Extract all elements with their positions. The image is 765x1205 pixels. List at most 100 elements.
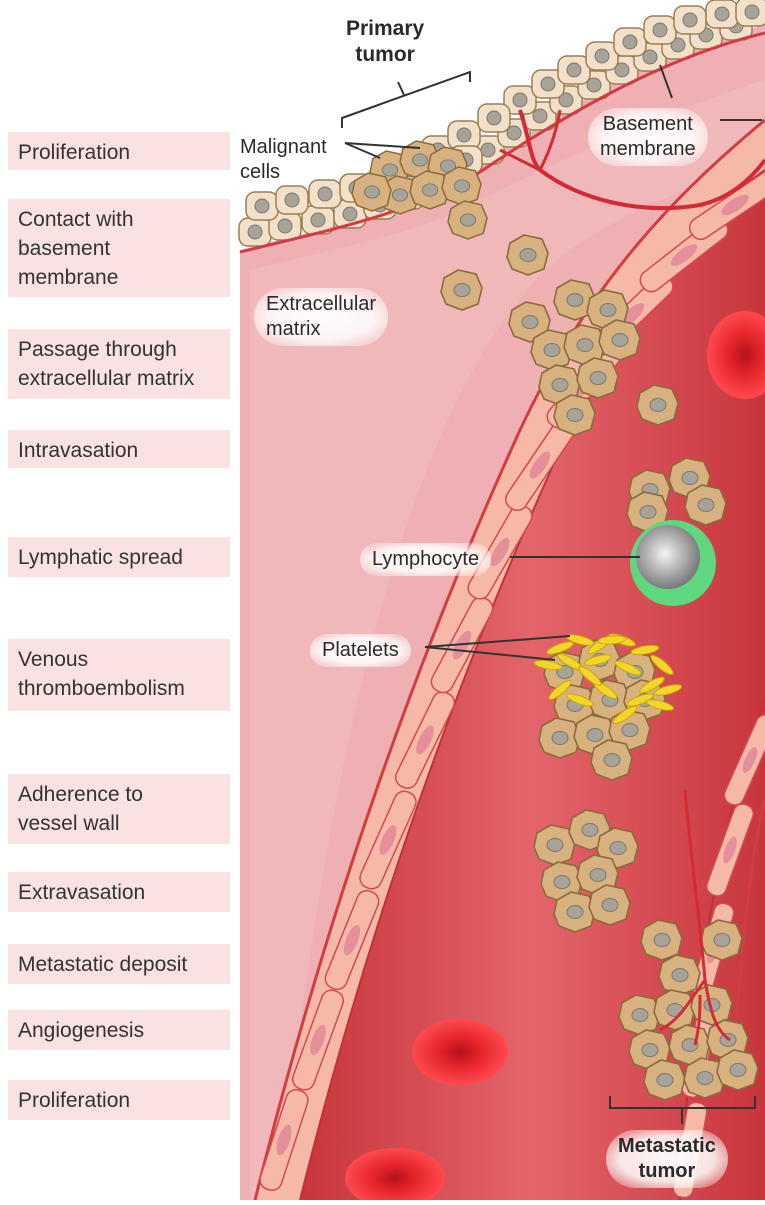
basement-membrane-line [239,31,765,254]
endothelial-cell [291,989,345,1091]
epithelial-cell [238,217,272,247]
tumor-cell [553,891,596,933]
tumor-cell [441,166,482,206]
platelet [597,635,627,645]
platelet [546,641,574,655]
capillary [538,109,562,171]
tumor-cell [576,357,619,399]
platelet [533,659,563,671]
endothelial-cell [705,803,755,897]
endothelial-cell [723,714,765,806]
step-proliferation: Proliferation [8,132,230,170]
tumor-cell [684,484,727,526]
epithelial-cell [613,27,647,57]
tumor-cell [700,919,743,961]
primary-tumor-bracket [341,70,471,128]
platelet [645,699,675,711]
epithelial-cell [245,191,279,221]
tumor-cell [530,329,573,371]
tumor-cell [508,301,551,343]
step-proliferation-final: Proliferation [8,1080,230,1120]
step-lymphatic-spread: Lymphatic spread [8,537,230,577]
epithelial-cell [447,120,481,150]
epithelial-cell [673,5,707,35]
tumor-cell [626,491,669,533]
platelet [548,679,572,701]
tumor-cell [716,1049,759,1091]
platelet [578,665,602,687]
platelets-leader [424,635,571,648]
tumor-cell [563,324,606,366]
tumor-cell [590,739,633,781]
platelets [533,633,683,725]
endothelial-cell [359,790,417,890]
step-metastatic-deposit: Metastatic deposit [8,944,230,984]
tumor-cell [598,319,641,361]
tumor-cell [643,1059,686,1101]
step-extravasation: Extravasation [8,872,230,912]
metastatic-capillary [659,979,707,1032]
tumor-cell [533,824,576,866]
platelet [639,676,665,694]
platelet [626,693,654,707]
platelet [566,693,594,707]
tumor-cell [553,394,596,436]
label-extracellular-matrix: Extracellular matrix [254,288,389,346]
malignant-cells-leader [344,142,381,159]
epithelial-cell [268,211,302,241]
leader-lines [341,64,762,1124]
capillary [518,109,765,211]
epithelial-cell [308,179,342,209]
metastatic-capillary [693,994,702,1046]
endothelial-cell [688,169,765,241]
tumor-cell [683,1057,726,1099]
tumor-cell [351,172,392,212]
endothelial-cell [259,1088,309,1192]
vessel-outer-wall [253,118,765,1201]
platelet [583,654,613,666]
label-lymphocyte: Lymphocyte [360,543,492,576]
step-intravasation: Intravasation [8,430,230,468]
epithelial-cell [477,103,511,133]
step-contact-basement-membrane: Contact with basement membrane [8,199,230,297]
epithelial-cell [275,185,309,215]
epithelial-cell [643,15,677,45]
step-angiogenesis: Angiogenesis [8,1010,230,1050]
step-venous-thromboembolism: Venous thromboembolism [8,639,230,711]
label-basement-membrane: Basement membrane [588,108,708,166]
tumor-cell [538,717,581,759]
tumor-cell [447,200,488,240]
primary-tumor-bracket-stem [397,81,405,96]
lymphocyte-nucleus [636,525,700,589]
red-blood-cell [707,311,765,399]
step-passage-extracellular-matrix: Passage through extracellular matrix [8,329,230,399]
epithelial-cell [531,69,565,99]
platelet [612,705,638,725]
epithelial-cell [585,41,619,71]
red-blood-cell [345,1148,445,1205]
platelet [653,684,683,696]
endothelial-cell [324,889,380,991]
tumor-cell [636,384,679,426]
platelet [650,654,674,676]
tumor-cell [506,234,549,276]
tumor-cell [588,884,631,926]
platelets-leader [424,646,556,661]
capillary [499,148,541,172]
epithelial-cell [549,85,583,115]
red-blood-cell [412,1019,508,1085]
endothelial-cell [394,691,456,789]
tumor-cell [640,919,683,961]
tumor-cell [409,170,450,210]
platelet [630,644,660,656]
label-platelets: Platelets [310,634,411,667]
tissue-shading [250,80,765,1200]
epithelial-cell [735,0,765,27]
vessel-far-wall [723,799,765,1201]
step-adherence-vessel-wall: Adherence to vessel wall [8,774,230,844]
malignant-cells-leader [344,142,421,149]
label-primary-tumor: Primary tumor [346,17,425,66]
label-malignant-cells: Malignant cells [240,136,327,183]
platelet [614,660,642,676]
